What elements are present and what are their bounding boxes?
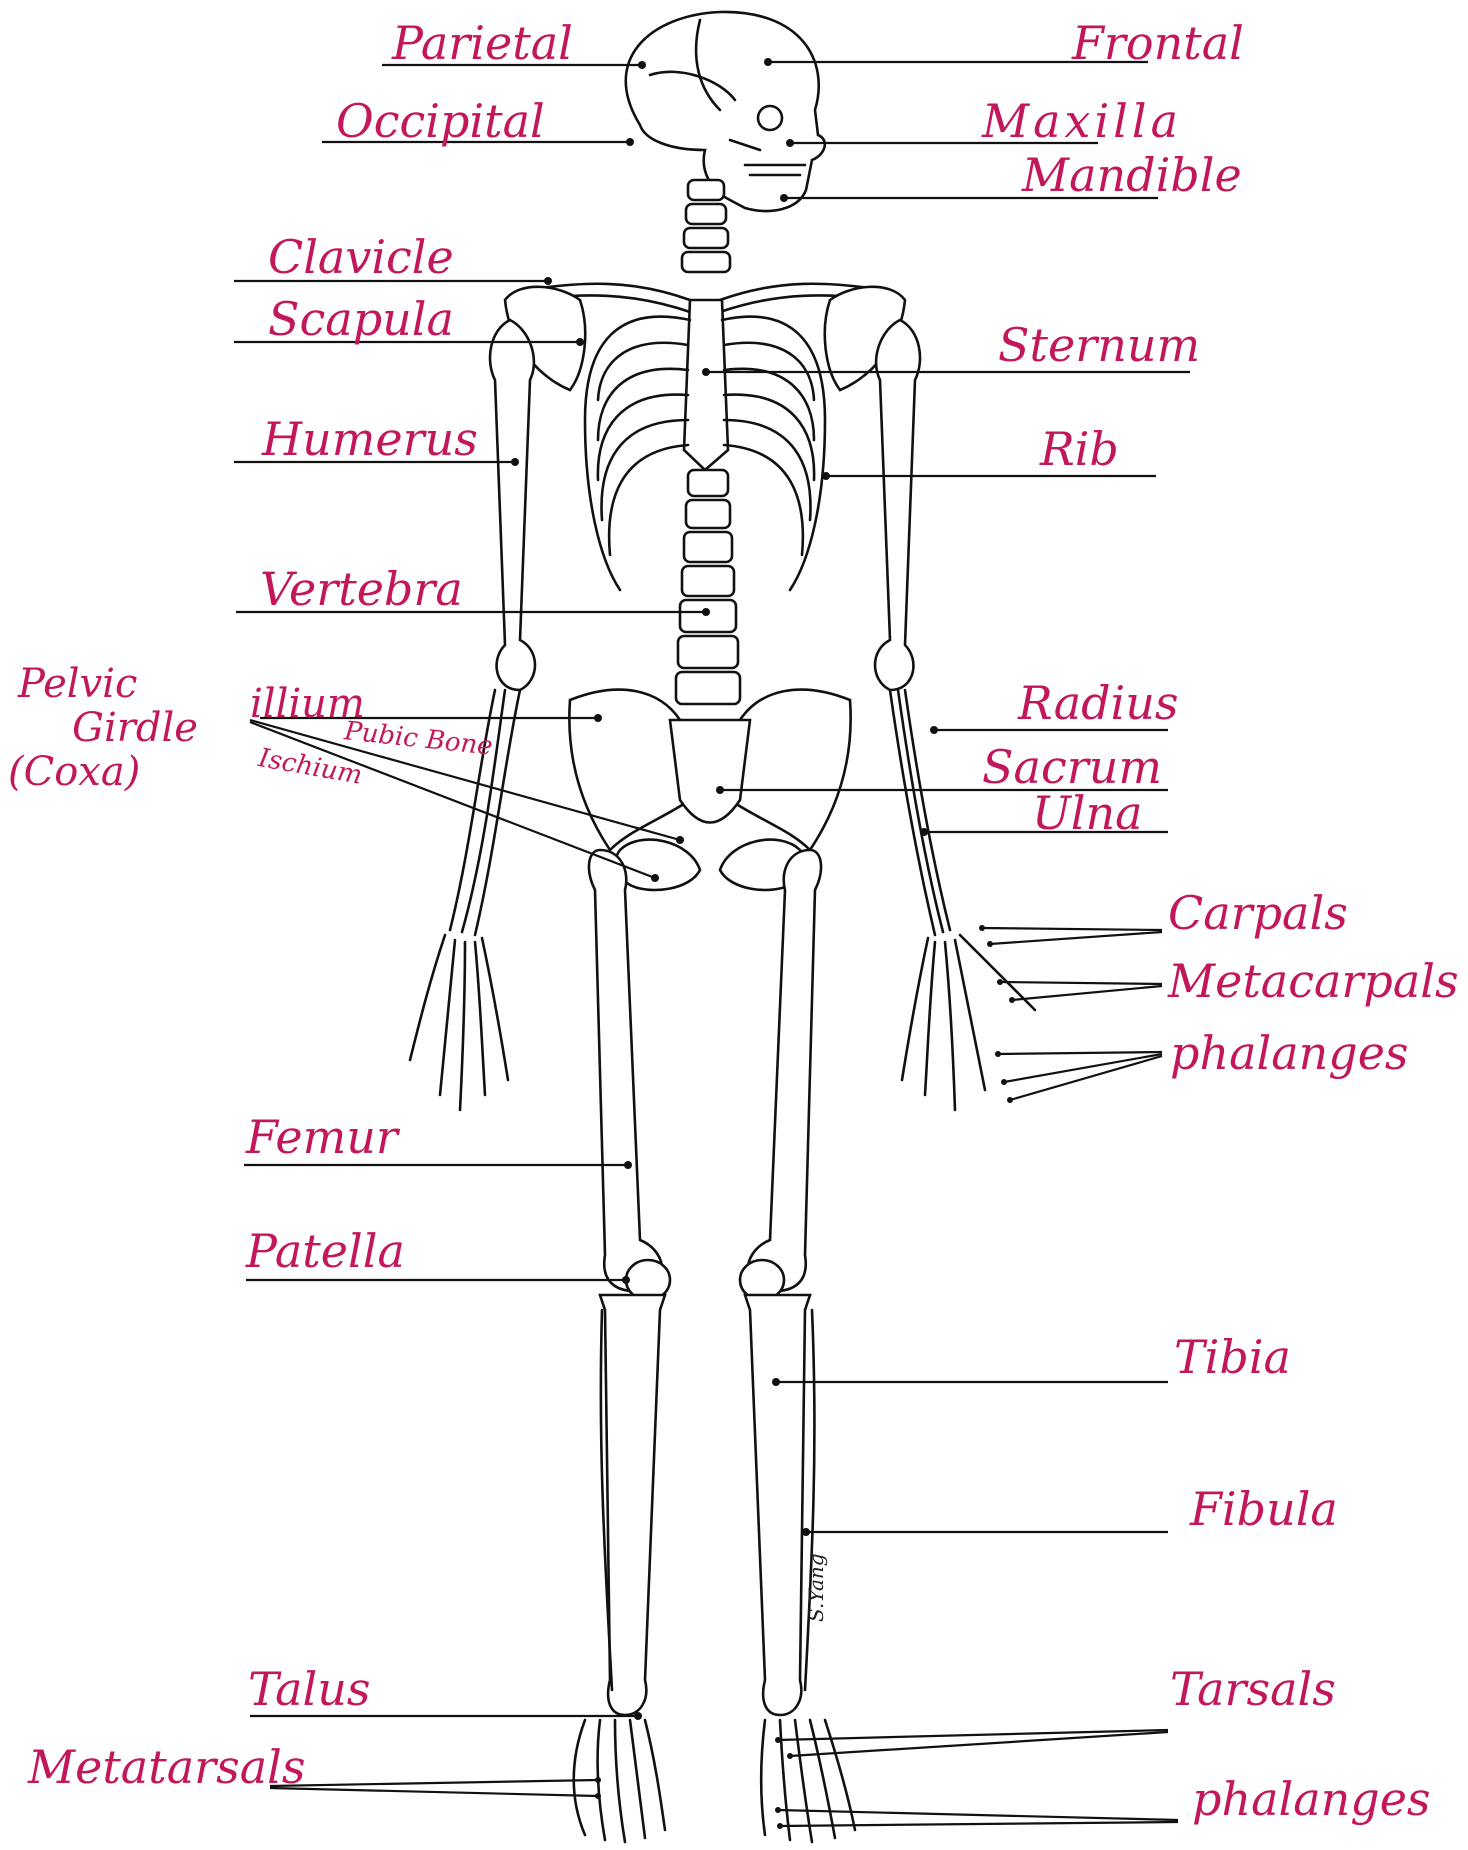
label-fibula: Fibula bbox=[1190, 1486, 1338, 1532]
label-sternum: Sternum bbox=[998, 322, 1200, 368]
artist-signature: S.Yang bbox=[806, 1553, 826, 1622]
label-tibia: Tibia bbox=[1174, 1334, 1291, 1380]
label-talus: Talus bbox=[248, 1666, 370, 1712]
label-occipital: Occipital bbox=[336, 98, 545, 144]
label-vertebra: Vertebra bbox=[260, 566, 463, 612]
label-patella: Patella bbox=[246, 1228, 405, 1274]
lumbar-spine bbox=[676, 470, 740, 704]
right-leg bbox=[740, 850, 855, 1842]
label-phalanges-foot: phalanges bbox=[1192, 1776, 1431, 1822]
label-scapula: Scapula bbox=[268, 296, 454, 342]
right-arm bbox=[875, 320, 1035, 1110]
label-femur: Femur bbox=[246, 1114, 398, 1160]
label-pelvic-girdle-1: Pelvic bbox=[18, 664, 137, 704]
label-radius: Radius bbox=[1018, 680, 1179, 726]
label-sacrum: Sacrum bbox=[982, 744, 1162, 790]
skull bbox=[626, 12, 825, 211]
label-maxilla: Maxilla bbox=[982, 98, 1182, 144]
label-metacarpals: Metacarpals bbox=[1168, 958, 1459, 1004]
cervical-spine bbox=[682, 180, 730, 272]
label-phalanges-hand: phalanges bbox=[1170, 1030, 1409, 1076]
label-metatarsals: Metatarsals bbox=[28, 1744, 305, 1790]
label-carpals: Carpals bbox=[1168, 890, 1348, 936]
left-leg bbox=[574, 850, 670, 1842]
label-tarsals: Tarsals bbox=[1170, 1666, 1336, 1712]
label-rib: Rib bbox=[1040, 426, 1119, 472]
label-ulna: Ulna bbox=[1032, 790, 1143, 836]
label-pelvic-girdle-3: (Coxa) bbox=[8, 752, 140, 792]
label-frontal: Frontal bbox=[1072, 20, 1244, 66]
label-parietal: Parietal bbox=[392, 20, 573, 66]
label-pelvic-girdle-2: Girdle bbox=[72, 708, 198, 748]
label-mandible: Mandible bbox=[1022, 152, 1242, 198]
label-humerus: Humerus bbox=[262, 416, 478, 462]
label-clavicle: Clavicle bbox=[268, 234, 454, 280]
